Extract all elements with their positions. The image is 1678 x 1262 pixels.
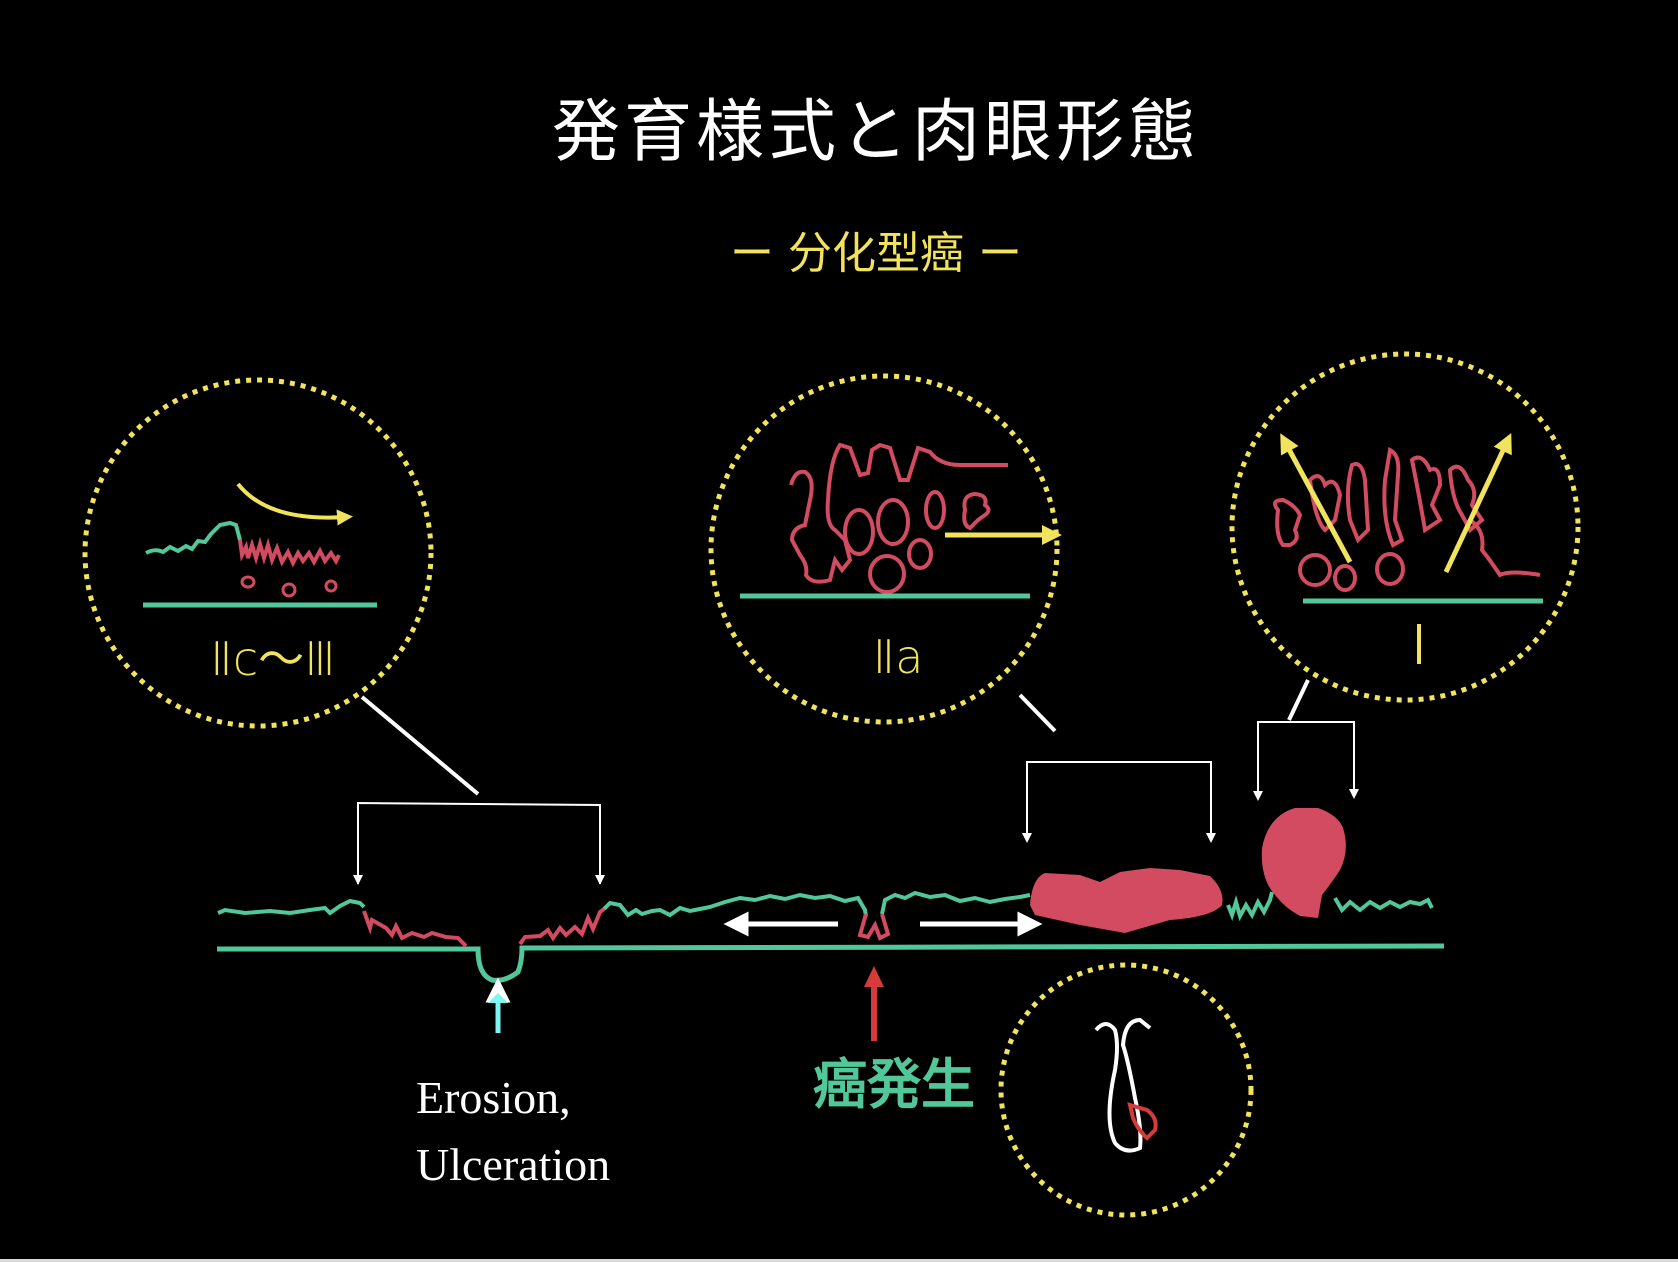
callout-circle (708, 373, 1060, 725)
gastric-wall-cross-section (217, 808, 1445, 983)
tumor-glands (789, 442, 1008, 584)
depressed-tumor-surface (518, 907, 606, 946)
tumor-gland (876, 498, 910, 546)
callout-circle (998, 962, 1254, 1218)
cancer-onset-label: 癌発生 (813, 1053, 975, 1116)
tumor-gland (924, 490, 946, 530)
pointer-iic-iii (353, 695, 605, 885)
callout-label: Ⅱa (873, 630, 924, 684)
pointer-line (360, 695, 480, 796)
bracket (1257, 721, 1355, 795)
callout-circle (82, 377, 434, 729)
slide-subtitle: ー 分化型癌 ー (730, 228, 1022, 279)
tumor-gland (1298, 553, 1332, 587)
tumor-gland (1375, 552, 1405, 586)
tumor-gland (1333, 564, 1357, 592)
gland-origin-callout (998, 962, 1254, 1218)
bracket (1026, 761, 1212, 838)
muscularis-baseline (217, 943, 1445, 983)
mucosa-surface (1226, 891, 1274, 922)
tumor-gland (868, 554, 906, 594)
tumor-gland (962, 491, 991, 531)
flat-elevated-tumor (1030, 868, 1223, 933)
callout-circle (1229, 351, 1581, 703)
curved-growth-arrow (236, 482, 353, 526)
callout-label: Ⅱc〜Ⅲ (210, 632, 336, 686)
tumor-glands (238, 536, 341, 568)
tumor-gland (907, 538, 933, 570)
mucosa-surface (602, 892, 868, 918)
slide-title: 発育様式と肉眼形態 (552, 93, 1200, 172)
callout-iia: Ⅱa (708, 373, 1062, 725)
erosion-label-line1: Erosion, (416, 1072, 571, 1123)
gastric-gland-icon (1094, 1017, 1152, 1153)
pointer-line (1287, 679, 1310, 721)
tumor-gland (281, 582, 297, 598)
pointer-line (1018, 693, 1057, 733)
bracket (357, 801, 601, 884)
mucosa-surface (880, 890, 1031, 915)
erosion-label-line2: Ulceration (416, 1139, 610, 1190)
depressed-tumor-surface (362, 910, 468, 948)
erosion-arrow-head (488, 993, 508, 1003)
mucosa-line (145, 520, 242, 555)
upward-growth-arrow-left (1280, 433, 1353, 564)
cancer-origin-focus (857, 913, 891, 941)
upward-growth-arrow-right (1443, 432, 1512, 574)
tumor-gland (240, 575, 256, 589)
protruded-tumor (1261, 808, 1346, 918)
cancer-focus-in-gland (1127, 1102, 1158, 1141)
tumor-gland (324, 579, 338, 593)
callout-iic-iii: Ⅱc〜Ⅲ (82, 377, 434, 729)
pointer-i (1253, 679, 1359, 801)
pointer-iia (1018, 693, 1216, 843)
bottom-edge-strip (0, 1259, 1678, 1262)
mucosa-surface (217, 898, 366, 916)
cancer-onset-arrow-head (864, 966, 884, 987)
mucosa-surface (1333, 896, 1434, 914)
callout-i (1229, 351, 1581, 703)
tumor-glands (1272, 446, 1541, 578)
tumor-gland (843, 508, 875, 556)
